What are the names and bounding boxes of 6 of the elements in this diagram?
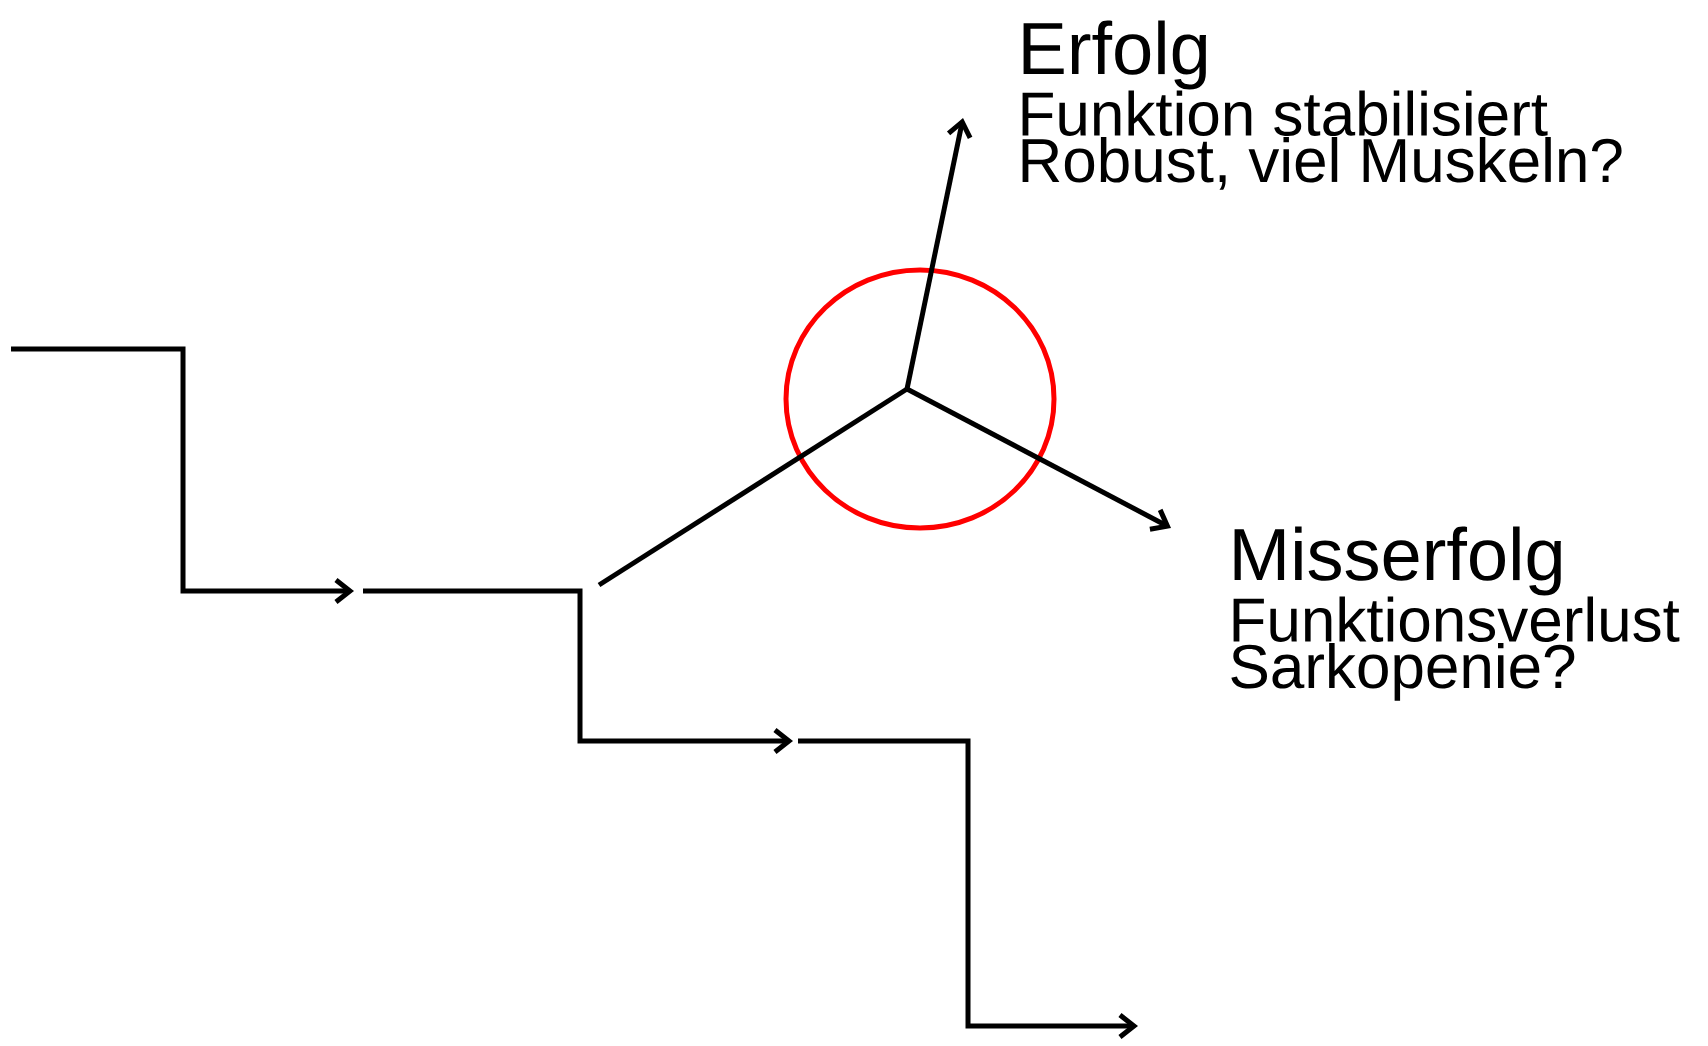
line	[597, 386, 909, 588]
outcome-text: Erfolg Funktion stabilisiert Robust, viel Muskeln?	[1022, 20, 1622, 190]
outcome-text: Misserfolg Funktionsverlust Sarkopenie?	[1231, 526, 1680, 701]
ring	[783, 267, 1057, 531]
arrow	[905, 386, 1171, 532]
arrow	[904, 118, 973, 390]
